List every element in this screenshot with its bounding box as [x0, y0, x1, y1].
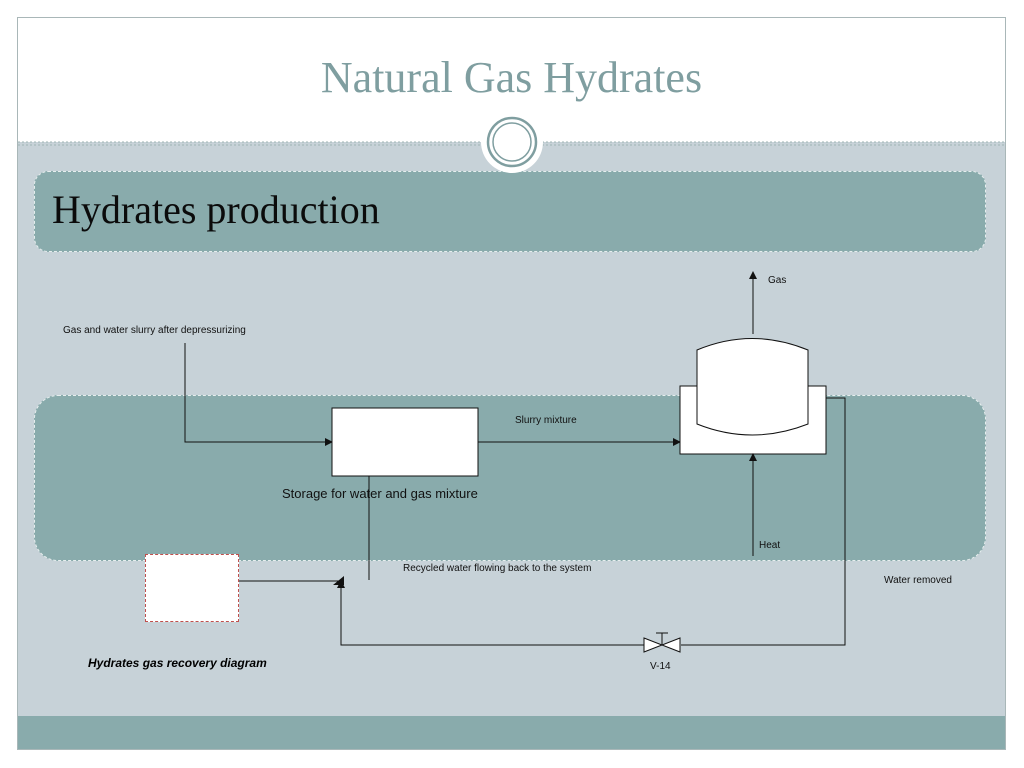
inlet-line — [184, 343, 333, 446]
storage-tank — [331, 407, 479, 477]
label-storage: Storage for water and gas mixture — [282, 486, 478, 501]
diagram-caption: Hydrates gas recovery diagram — [88, 656, 267, 670]
water-removed-line — [681, 397, 846, 646]
return-line — [337, 580, 644, 646]
separator-vessel — [679, 338, 827, 455]
bottom-bar — [18, 716, 1005, 749]
junction-arrow-icon — [333, 576, 344, 585]
recycle-box — [145, 554, 239, 622]
title-ornament-circle-icon — [481, 111, 543, 173]
middle-band — [34, 395, 986, 561]
section-heading: Hydrates production — [52, 187, 380, 232]
valve-v14-icon — [643, 632, 681, 653]
label-valve: V-14 — [650, 661, 671, 672]
label-slurry-mixture: Slurry mixture — [515, 415, 577, 426]
label-water-removed: Water removed — [884, 575, 952, 586]
label-heat: Heat — [759, 540, 781, 551]
label-inlet: Gas and water slurry after depressurizin… — [63, 325, 246, 336]
label-gas: Gas — [768, 275, 787, 286]
slide-title: Natural Gas Hydrates — [320, 53, 703, 102]
label-recycled: Recycled water flowing back to the syste… — [403, 563, 592, 574]
